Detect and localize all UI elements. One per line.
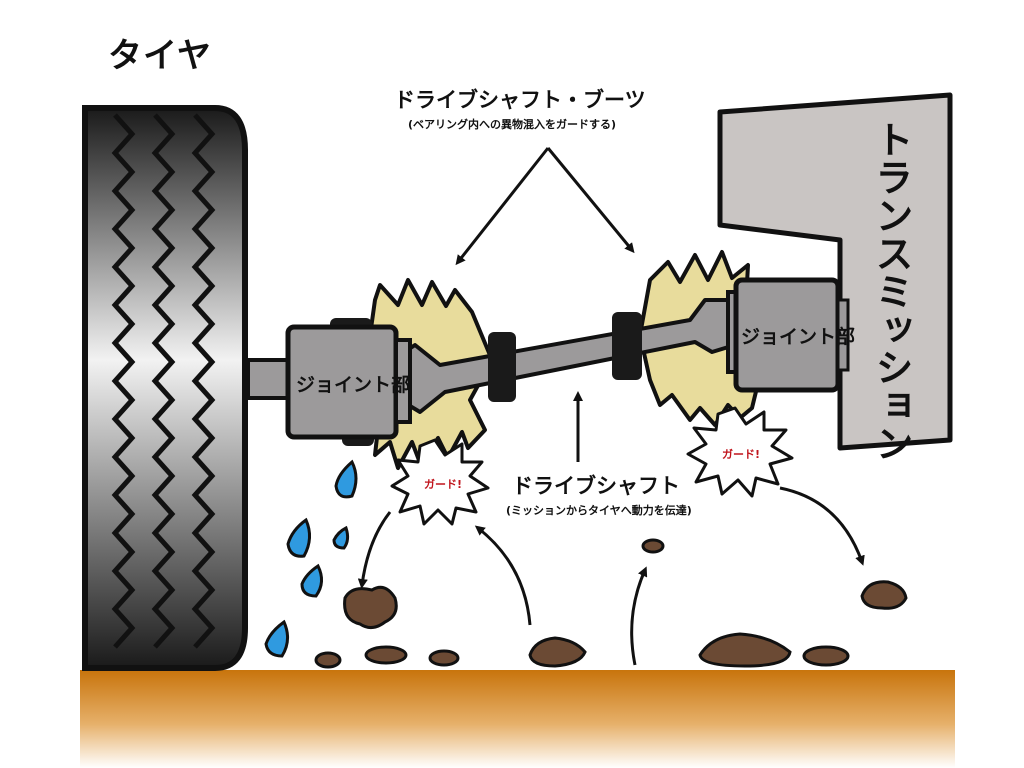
clamp-band-left-inner: [488, 332, 516, 402]
transmission-label: トランスミッション: [869, 120, 913, 462]
transmission-output-stub: [836, 298, 850, 372]
guard-burst-left: [390, 438, 490, 526]
tire-tread-1: [111, 113, 136, 649]
mud-debris: [314, 538, 908, 669]
boot-title: ドライブシャフト・ブーツ: [394, 88, 646, 112]
arrow-debris-up-2: [630, 566, 648, 666]
tire: [82, 105, 248, 671]
joint-left-flange: [394, 338, 412, 424]
drive-shaft-note: (ミッションからタイヤへ動力を伝達): [506, 504, 692, 517]
arrow-to-boot-left: [455, 147, 550, 266]
ground: [80, 670, 955, 768]
transmission-housing: [717, 92, 953, 451]
clamp-band-right-inner: [612, 312, 642, 380]
tire-label: タイヤ: [108, 36, 212, 76]
water-drops: [264, 459, 358, 658]
arrow-deflect-right: [779, 486, 865, 566]
drive-shaft-title: ドライブシャフト: [512, 474, 680, 498]
tire-tread-3: [191, 113, 216, 649]
joint-left-label: ジョイント部: [296, 374, 411, 396]
tire-tread-2: [151, 113, 176, 649]
joint-right-label: ジョイント部: [741, 326, 856, 348]
guard-right-label: ガード!: [722, 448, 761, 461]
guard-burst-right: [686, 406, 794, 498]
arrow-debris-up-1: [474, 525, 532, 626]
guard-left-label: ガード!: [424, 478, 463, 491]
arrow-deflect-left: [357, 511, 392, 589]
boot-note: (ベアリング内への異物混入をガードする): [408, 118, 617, 131]
arrow-to-boot-right: [546, 147, 635, 254]
